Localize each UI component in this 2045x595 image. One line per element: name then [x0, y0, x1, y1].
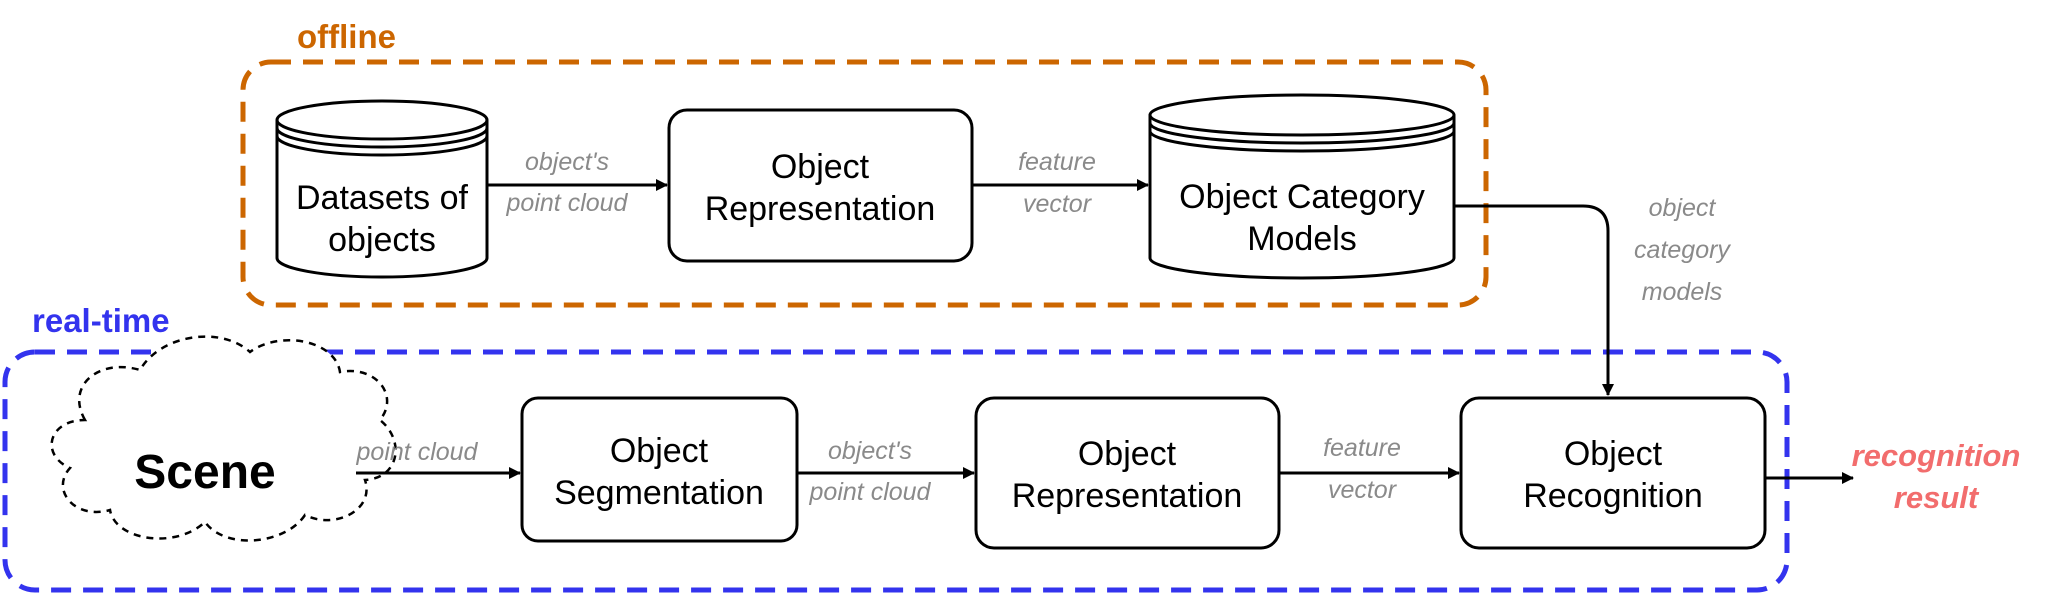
recognition-line2: Recognition — [1523, 477, 1703, 515]
edge-models-line1: object — [1649, 194, 1717, 222]
scene-label: Scene — [134, 446, 275, 499]
edge-top2-line2: vector — [1023, 190, 1093, 218]
arrow-models-to-recognition — [1454, 204, 1614, 396]
rep-top-line2: Representation — [705, 190, 936, 228]
datasets-label-line1: Datasets of — [296, 179, 469, 217]
segmentation-line2: Segmentation — [554, 474, 764, 512]
realtime-group-border — [2, 349, 1790, 593]
edge-bottom1-label: point cloud — [356, 438, 479, 466]
offline-group-border — [240, 59, 1489, 308]
object-recognition-box: Object Recognition — [1459, 396, 1767, 550]
rep-bottom-line2: Representation — [1012, 477, 1243, 515]
object-representation-bottom-box: Object Representation — [974, 396, 1281, 550]
scene-cloud: Scene — [50, 335, 397, 542]
category-models-cylinder: Object Category Models — [1148, 93, 1456, 280]
object-segmentation-box: Object Segmentation — [520, 396, 799, 543]
result-line1: recognition — [1852, 438, 2021, 473]
category-models-line1: Object Category — [1179, 178, 1425, 216]
edge-bottom2-line2: point cloud — [809, 478, 932, 506]
rep-bottom-line1: Object — [1078, 435, 1177, 473]
edge-bottom2-line1: object's — [828, 437, 912, 465]
realtime-group-title: real-time — [32, 302, 170, 339]
edge-top2-line1: feature — [1018, 148, 1096, 176]
edge-models-line2: category — [1634, 236, 1731, 264]
recognition-line1: Object — [1564, 435, 1663, 473]
result-line2: result — [1894, 480, 1980, 515]
offline-group-title: offline — [297, 18, 396, 55]
edge-bottom3-line1: feature — [1323, 434, 1401, 462]
datasets-label-line2: objects — [328, 221, 436, 259]
edge-top1-line1: object's — [525, 148, 609, 176]
edge-models-line3: models — [1642, 278, 1723, 306]
edge-top1-line2: point cloud — [506, 189, 629, 217]
edge-bottom3-line2: vector — [1328, 476, 1398, 504]
rep-top-line1: Object — [771, 148, 870, 186]
datasets-cylinder: Datasets of objects — [275, 99, 489, 279]
segmentation-line1: Object — [610, 432, 709, 470]
category-models-line2: Models — [1247, 220, 1357, 258]
object-representation-top-box: Object Representation — [667, 108, 974, 263]
